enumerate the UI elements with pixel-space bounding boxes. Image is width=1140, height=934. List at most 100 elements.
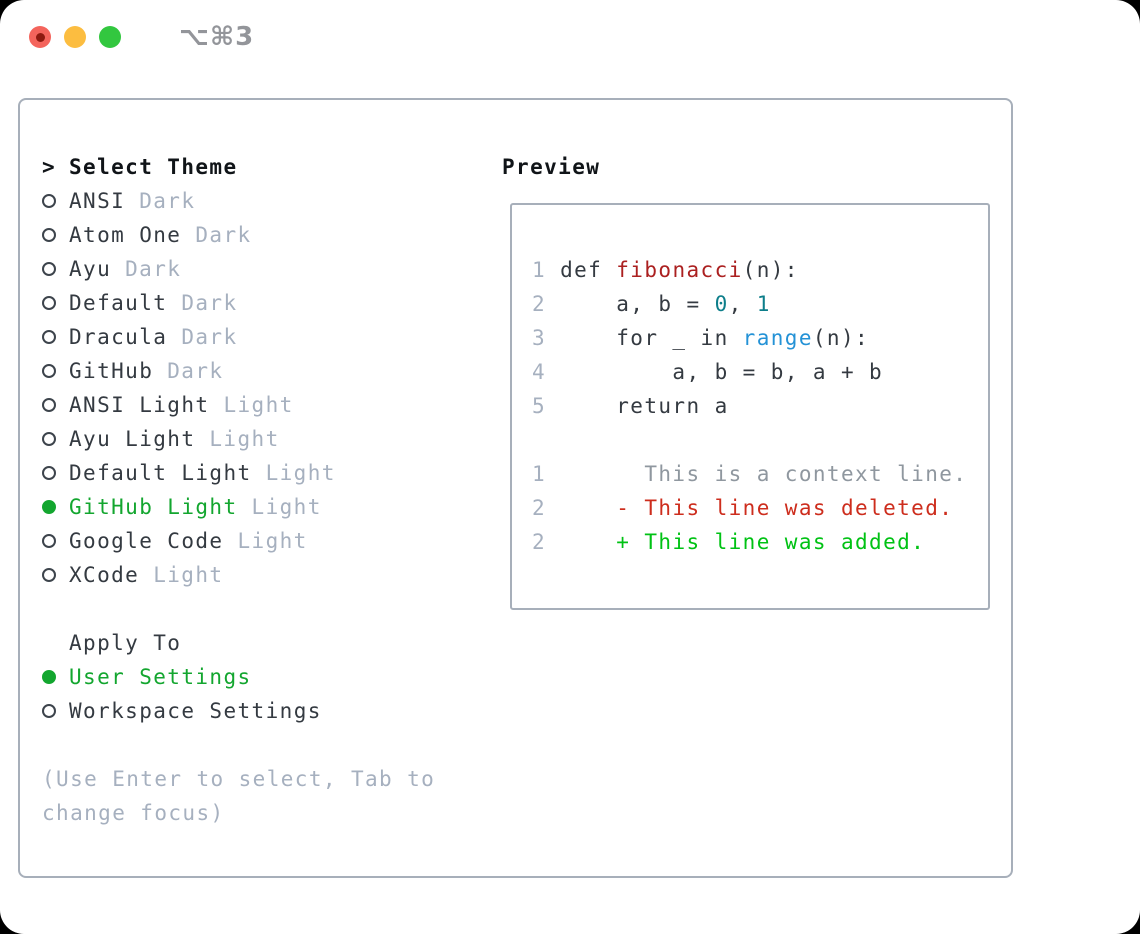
titlebar: ⌥⌘3 <box>0 0 1140 74</box>
code-segment: fibonacci <box>616 258 743 282</box>
theme-name: GitHub <box>69 359 154 383</box>
line-number: 2 <box>532 292 547 316</box>
line-number: 1 <box>532 462 547 486</box>
theme-variant: Light <box>209 427 280 451</box>
theme-option-google-code[interactable]: Google Code Light <box>42 524 502 558</box>
code-segment: (n): <box>812 326 870 350</box>
theme-variant: Dark <box>125 257 182 281</box>
radio-marker <box>42 704 69 718</box>
radio-marker <box>42 296 69 310</box>
theme-option-ayu-light[interactable]: Ayu Light Light <box>42 422 502 456</box>
minimize-button[interactable] <box>64 26 86 48</box>
theme-variant: Light <box>223 393 294 417</box>
code-segment: 1 <box>756 292 771 316</box>
radio-selected-icon <box>42 670 56 684</box>
radio-marker <box>42 670 69 684</box>
code-line: 2 a, b = 0, 1 <box>532 287 988 321</box>
radio-icon <box>42 296 56 310</box>
theme-name: Default <box>69 291 168 315</box>
code-segment: (n): <box>742 258 799 282</box>
radio-marker <box>42 262 69 276</box>
code-line: 2 + This line was added. <box>532 525 988 559</box>
theme-option-ayu[interactable]: Ayu Dark <box>42 252 502 286</box>
theme-name: Ayu <box>69 257 112 281</box>
selector-title: Select Theme <box>69 155 238 179</box>
theme-option-xcode[interactable]: XCode Light <box>42 558 502 592</box>
theme-variant: Dark <box>139 189 196 213</box>
radio-icon <box>42 432 56 446</box>
theme-name: Default Light <box>69 461 252 485</box>
code-segment: def <box>546 258 617 282</box>
line-number: 1 <box>532 258 547 282</box>
theme-name: Dracula <box>69 325 168 349</box>
code-segment: 0 <box>714 292 729 316</box>
apply-option-workspace-settings[interactable]: Workspace Settings <box>42 694 502 728</box>
line-number: 2 <box>532 530 547 554</box>
selector-header: > Select Theme <box>42 150 502 184</box>
code-line: 1 def fibonacci(n): <box>532 253 988 287</box>
radio-selected-icon <box>42 500 56 514</box>
window-shortcut-label: ⌥⌘3 <box>179 22 255 52</box>
code-segment: - This line was deleted. <box>616 496 954 520</box>
radio-icon <box>42 364 56 378</box>
theme-option-default[interactable]: Default Dark <box>42 286 502 320</box>
code-line: 3 for _ in range(n): <box>532 321 988 355</box>
theme-name: XCode <box>69 563 140 587</box>
radio-icon <box>42 398 56 412</box>
radio-marker <box>42 432 69 446</box>
theme-option-dracula[interactable]: Dracula Dark <box>42 320 502 354</box>
radio-marker <box>42 568 69 582</box>
code-segment: a, b = <box>546 292 715 316</box>
line-number: 2 <box>532 496 547 520</box>
apply-to-header: Apply To <box>42 626 502 660</box>
theme-variant: Light <box>265 461 336 485</box>
code-segment: a, b = b, a + b <box>546 360 884 384</box>
theme-name: Google Code <box>69 529 224 553</box>
close-button[interactable] <box>29 26 51 48</box>
apply-option-user-settings[interactable]: User Settings <box>42 660 502 694</box>
keyboard-hint: (Use Enter to select, Tab to change focu… <box>42 767 436 825</box>
prompt-icon: > <box>42 155 57 179</box>
theme-variant: Dark <box>181 291 238 315</box>
code-line: 1 This is a context line. <box>532 457 988 491</box>
theme-variant: Light <box>237 529 308 553</box>
radio-marker <box>42 364 69 378</box>
radio-marker <box>42 500 69 514</box>
apply-to-title: Apply To <box>69 631 182 655</box>
zoom-button[interactable] <box>99 26 121 48</box>
radio-icon <box>42 330 56 344</box>
radio-icon <box>42 704 56 718</box>
line-number: 3 <box>532 326 547 350</box>
theme-name: Ayu Light <box>69 427 196 451</box>
code-segment <box>546 530 616 554</box>
radio-marker <box>42 534 69 548</box>
theme-name: Atom One <box>69 223 182 247</box>
code-segment: range <box>742 326 813 350</box>
theme-variant: Light <box>153 563 224 587</box>
radio-marker <box>42 330 69 344</box>
code-line: 2 - This line was deleted. <box>532 491 988 525</box>
code-line: 5 return a <box>532 389 988 423</box>
code-segment: This is a context line. <box>546 462 968 486</box>
theme-variant: Dark <box>181 325 238 349</box>
line-number: 5 <box>532 394 547 418</box>
radio-icon <box>42 568 56 582</box>
radio-marker <box>42 228 69 242</box>
theme-variant: Light <box>251 495 322 519</box>
theme-variant: Dark <box>167 359 224 383</box>
close-button-dot-icon <box>35 32 45 42</box>
theme-option-github[interactable]: GitHub Dark <box>42 354 502 388</box>
radio-icon <box>42 228 56 242</box>
theme-option-default-light[interactable]: Default Light Light <box>42 456 502 490</box>
